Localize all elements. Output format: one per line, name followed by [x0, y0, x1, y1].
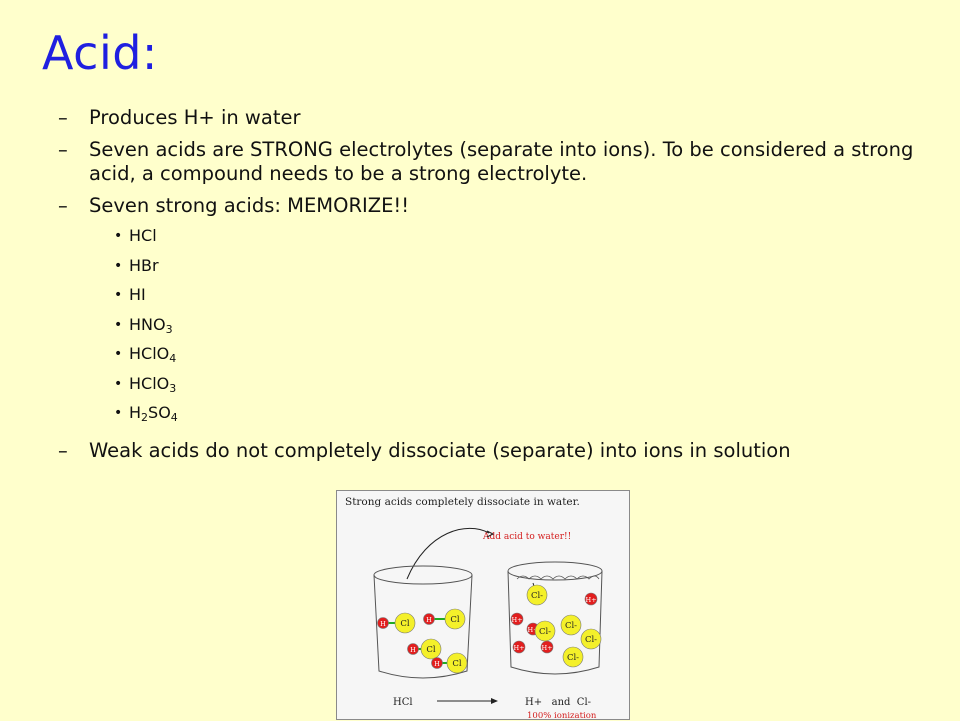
right-beaker-body: [507, 570, 603, 675]
chloride-ion-label: Cl-: [565, 621, 577, 631]
chloride-ion-label: Cl-: [567, 653, 579, 663]
chloride-ion: [534, 620, 556, 642]
left-beaker-rim: [373, 565, 473, 585]
bullet-dot: •: [114, 228, 123, 244]
hydronium-ion-label: H+: [511, 616, 522, 624]
left-beaker-body: [373, 574, 473, 679]
bullet-3: – Seven strong acids: MEMORIZE!!: [58, 194, 938, 218]
bullet-dot: •: [114, 346, 123, 362]
chlorine-atom: [394, 612, 416, 634]
chloride-ion-label: Cl-: [585, 635, 597, 645]
formula-part: HClO: [129, 373, 170, 393]
arrow-label: Add acid to water!!: [482, 532, 571, 542]
bullet-dot: •: [114, 375, 123, 392]
formula-subscript: 3: [169, 381, 177, 395]
formula-part: HI: [129, 285, 146, 304]
strong-acid-list: •HCl•HBr•HI•HNO3•HClO4•HClO3•H2SO4: [71, 226, 938, 433]
hydrogen-atom: [431, 657, 443, 669]
chlorine-atom-label: Cl: [452, 659, 462, 669]
hydrogen-atom-label: H: [380, 620, 386, 628]
chloride-ion-label: Cl-: [539, 627, 551, 637]
hydrogen-atom-label: H: [434, 660, 440, 668]
bullet-text: Produces H+ in water: [89, 106, 301, 129]
bullet-dot: •: [114, 316, 123, 333]
chloride-ion: [562, 646, 584, 668]
hcl-label: HCl: [393, 697, 413, 708]
bullet-dot: •: [114, 257, 123, 274]
hydronium-ion: [510, 612, 524, 626]
hydronium-ion: [584, 592, 598, 606]
formula-part: HBr: [129, 255, 159, 275]
hydronium-ion-label: H+: [527, 626, 538, 634]
dissociation-diagram: Strong acids completely dissociate in wa…: [336, 490, 630, 721]
formula-part: SO: [148, 403, 171, 422]
dash-marker: –: [58, 106, 68, 129]
hydronium-ion-label: H+: [513, 644, 524, 652]
ionization-label: 100% ionization: [527, 711, 597, 721]
hydronium-ion-label: H+: [541, 644, 552, 652]
formula-subscript: 4: [170, 411, 178, 424]
chloride-ion: [560, 614, 582, 636]
chloride-ion: [580, 628, 602, 650]
strong-acid-item: • HClO3: [71, 374, 938, 404]
bullet-text: Seven acids are STRONG electrolytes (sep…: [89, 138, 914, 185]
formula-part: HNO: [129, 314, 166, 334]
strong-acid-item: • HBr: [71, 256, 938, 286]
hydronium-ion-label: H+: [585, 596, 596, 604]
hydronium-ion: [540, 640, 554, 654]
formula-part: H: [129, 403, 142, 422]
hydrogen-atom-label: H: [410, 646, 416, 654]
slide-title: Acid:: [42, 26, 158, 80]
bullet-1: – Produces H+ in water: [58, 106, 938, 130]
bullet-4: – Weak acids do not completely dissociat…: [58, 439, 938, 463]
bullet-2: – Seven acids are STRONG electrolytes (s…: [58, 138, 938, 186]
chlorine-atom-label: Cl: [450, 615, 460, 625]
hydrogen-atom: [377, 617, 389, 629]
strong-acid-item: • HClO4: [71, 344, 938, 374]
strong-acid-item: • HNO3: [71, 315, 938, 345]
chlorine-atom: [420, 638, 442, 660]
diagram-svg: Strong acids completely dissociate in wa…: [345, 496, 603, 721]
formula-subscript: 4: [169, 352, 177, 365]
chlorine-atom: [446, 652, 468, 674]
diagram-caption: Strong acids completely dissociate in wa…: [345, 496, 580, 508]
ions-label: H+ and Cl-: [525, 697, 591, 708]
slide-content: – Produces H+ in water – Seven acids are…: [58, 106, 938, 471]
hydrogen-atom-label: H: [426, 616, 432, 624]
reaction-arrowhead: [491, 698, 498, 704]
bullet-text: Seven strong acids: MEMORIZE!!: [89, 194, 410, 217]
hydronium-ion: [512, 640, 526, 654]
bullet-text: Weak acids do not completely dissociate …: [89, 438, 791, 462]
water-surface: [516, 575, 600, 580]
formula-subscript: 3: [165, 322, 173, 336]
formula-part: HCl: [129, 226, 157, 245]
formula-subscript: 2: [141, 411, 149, 424]
formula-part: HClO: [129, 344, 170, 363]
hydrogen-atom: [407, 643, 419, 655]
dash-marker: –: [58, 138, 68, 161]
hydrogen-atom: [423, 613, 435, 625]
pour-arrow: [406, 527, 490, 580]
bullet-dot: •: [114, 405, 123, 421]
strong-acid-item: • HCl: [71, 226, 938, 256]
pour-arrowhead: [486, 530, 495, 538]
strong-acid-item: • HI: [71, 285, 938, 315]
chlorine-atom: [444, 608, 466, 630]
chloride-ion: [526, 584, 548, 606]
right-ions: Cl-H+Cl-H+H+Cl-Cl-H+H+Cl-: [510, 584, 602, 668]
chlorine-atom-label: Cl: [400, 619, 410, 629]
dash-marker: –: [58, 438, 68, 462]
chlorine-atom-label: Cl: [426, 645, 436, 655]
strong-acid-item: • H2SO4: [71, 403, 938, 433]
dash-marker: –: [58, 194, 68, 217]
chloride-ion-label: Cl-: [531, 591, 543, 601]
bullet-dot: •: [114, 287, 123, 303]
